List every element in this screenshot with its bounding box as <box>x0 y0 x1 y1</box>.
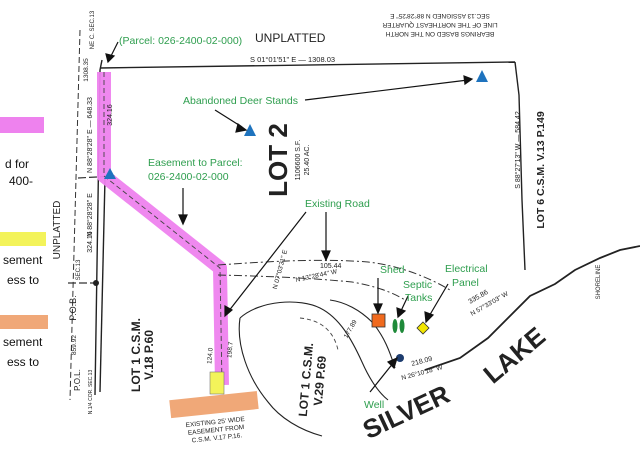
dist-859-92: 859.92 <box>71 335 78 355</box>
existing-road <box>217 259 451 301</box>
sec13-label: SEC.13 <box>76 259 82 280</box>
easement-label-line2: 026-2400-02-000 <box>148 171 229 183</box>
septic-tank-1 <box>392 319 398 333</box>
dist-177: 177.89 <box>343 319 359 340</box>
callout-arrows <box>105 41 474 393</box>
easement-label-line1: Easement to Parcel: <box>148 157 243 169</box>
electrical-label-line1: Electrical <box>445 263 488 275</box>
electrical-panel-marker <box>416 321 430 335</box>
easement-yellow-mark <box>209 371 225 395</box>
deer-stand-marker-2 <box>244 124 256 136</box>
deer-stand-marker-1 <box>476 70 488 82</box>
legend-yellow-line1: sement <box>3 253 43 267</box>
svg-text:LOT 1 C.S.M.: LOT 1 C.S.M. <box>296 342 316 417</box>
well-label: Well <box>364 399 384 411</box>
legend-swatch-yellow <box>0 232 46 246</box>
legend-swatch-pink <box>0 117 44 133</box>
deer-stand-marker-3 <box>104 168 116 179</box>
west-dist-1: 324.16 <box>107 104 114 126</box>
lot1-label: LOT 1 C.S.M. V.29 P.69 <box>296 342 329 417</box>
unplatted-top: UNPLATTED <box>255 31 326 45</box>
bearing-n26: N 26°10'18" W <box>400 363 444 382</box>
pob-marker <box>93 280 99 286</box>
parcel-boundary <box>94 59 526 396</box>
shoreline-line <box>424 245 640 371</box>
road-bearing-n07: N 07°03'31" E <box>271 248 289 290</box>
bearing-n57: N 57°33'03" W <box>469 289 510 318</box>
bearing-top: S 01°01'51" E — 1308.03 <box>250 55 335 64</box>
parcel-top-label: (Parcel: 026-2400-02-000) <box>119 35 242 47</box>
septic-tank-2 <box>399 319 405 333</box>
existing-road-label: Existing Road <box>305 198 370 210</box>
shoreline-label: SHORELINE <box>596 265 602 300</box>
legend-yellow-line2: ess to <box>7 273 39 287</box>
dist-198: 198.7 <box>226 341 234 358</box>
dist-218: 218.09 <box>411 356 434 368</box>
easement-centerline <box>103 72 223 386</box>
unplatted-left: UNPLATTED <box>52 201 63 260</box>
orange-easement-band <box>169 391 259 419</box>
lot-line-horizontal <box>77 175 116 179</box>
deer-stands-label: Abandoned Deer Stands <box>183 95 298 107</box>
ne-corner-label: NE C. SEC.13 <box>90 10 96 49</box>
legend-swatch-orange <box>0 315 48 329</box>
dist-1308-35: 1308.35 <box>83 58 90 82</box>
shed-marker <box>371 313 386 328</box>
east-bearing: S 88°27'13" W — 584.42 <box>514 111 522 189</box>
svg-text:25.40 AC.: 25.40 AC. <box>304 145 311 176</box>
legend-orange-line2: ess to <box>7 355 39 369</box>
dist-124: 124.0 <box>206 347 214 364</box>
svg-text:V.18 P.60: V.18 P.60 <box>142 330 156 380</box>
road-bearing-n13: N 13°28'44" W <box>295 267 339 284</box>
quarter-corner-note: N.1/4 COR. SEC.13 <box>88 370 94 415</box>
road-dist-105: 105.44 <box>320 263 342 270</box>
west-bearing-2: N 88°28'28" E <box>86 193 94 237</box>
svg-text:LOT 6 C.S.M. V.13 P.149: LOT 6 C.S.M. V.13 P.149 <box>535 111 547 228</box>
svg-text:1106600 S.F.: 1106600 S.F. <box>295 140 302 181</box>
svg-text:LOT 1 C.S.M.: LOT 1 C.S.M. <box>129 318 143 392</box>
lot6-label: LOT 6 C.S.M. V.13 P.149 <box>535 111 547 228</box>
easement-highlight-pink <box>97 72 229 386</box>
lake-label: LAKE <box>477 321 551 389</box>
well-marker <box>396 354 404 362</box>
legend-orange-line1: sement <box>3 335 43 349</box>
west-dist-2: 324.16 <box>87 231 94 253</box>
legend-pink-line1: d for <box>5 157 29 171</box>
septic-label-line2: Tanks <box>405 292 432 304</box>
legend-pink-line2: 400- <box>9 174 33 188</box>
electrical-label-line2: Panel <box>452 277 479 289</box>
svg-text:BEARINGS BASED ON THE NORTH: BEARINGS BASED ON THE NORTH <box>385 30 494 37</box>
lot2-label-group: LOT 2 1106600 S.F. 25.40 AC. <box>263 123 311 197</box>
pob-label: P.O.B. <box>68 295 78 320</box>
svg-text:V.29 P.69: V.29 P.69 <box>311 355 329 406</box>
pol-label: P.O.L. <box>73 369 82 391</box>
shed-label: Shed <box>380 264 405 276</box>
easement-note: EXISTING 25' WIDE EASEMENT FROM C.S.M. V… <box>185 416 245 445</box>
svg-text:LINE OF THE NORTHEAST QUARTER: LINE OF THE NORTHEAST QUARTER <box>382 21 497 28</box>
svg-text:SEC.13 ASSIGNED N 88°28'25" E: SEC.13 ASSIGNED N 88°28'25" E <box>389 12 489 20</box>
septic-label-line1: Septic <box>403 279 432 291</box>
bearing-note-upside-down: BEARINGS BASED ON THE NORTH LINE OF THE … <box>382 12 497 37</box>
west-bearing-1: N 88°28'28" E — 648.33 <box>86 97 94 173</box>
lot1-dashed <box>299 317 339 351</box>
left-boundary-dashed <box>69 29 81 401</box>
lot-left-label: LOT 1 C.S.M. V.18 P.60 <box>129 318 156 392</box>
svg-text:LOT 2: LOT 2 <box>263 123 293 197</box>
